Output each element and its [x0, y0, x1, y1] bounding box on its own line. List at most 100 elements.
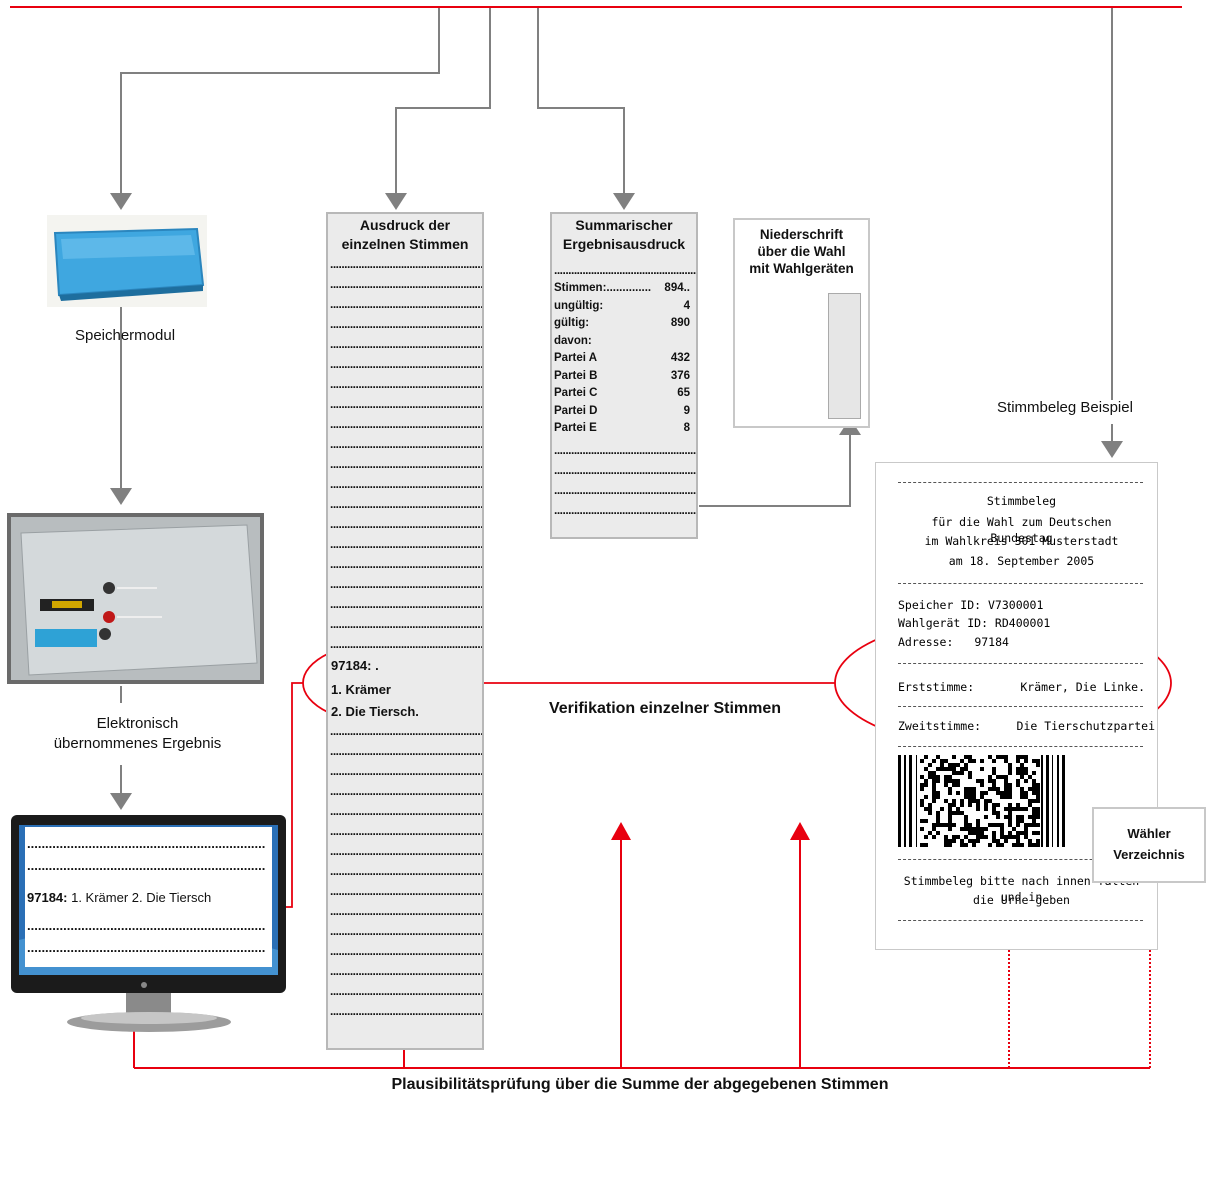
dotted-line: ........................................… — [330, 1004, 482, 1018]
screen-dotted-row: ........................................… — [27, 940, 266, 955]
waehler-line1: Wähler — [1127, 826, 1171, 841]
dotted-line: ........................................… — [330, 277, 482, 291]
summarisch-dotted: ........................................… — [554, 502, 696, 517]
grey-connectors — [120, 8, 1113, 794]
summary-row: Stimmen:..............894.. — [552, 280, 696, 298]
ausdruck-title-line1: Ausdruck der — [359, 217, 451, 233]
dotted-line: ........................................… — [330, 964, 482, 978]
ausdruck-title-line2: einzelnen Stimmen — [341, 236, 469, 252]
dotted-line: ........................................… — [330, 577, 482, 591]
screen-dotted-row: ........................................… — [27, 858, 266, 873]
summary-row-value: 8 — [683, 422, 690, 434]
dotted-line: ........................................… — [330, 597, 482, 611]
grey-arrowheads — [110, 193, 1123, 810]
elektronisch-label: Elektronisch übernommenes Ergebnis — [5, 714, 270, 754]
ausdruck-vote-id: 97184: . — [331, 658, 379, 673]
dotted-line: ........................................… — [330, 984, 482, 998]
screen-record-row: 97184: 1. Krämer 2. Die Tiersch — [25, 887, 272, 909]
dotted-line: ........................................… — [330, 337, 482, 351]
summarisch-dotted: ........................................… — [554, 263, 696, 277]
receipt-divider — [898, 663, 1143, 664]
screen-dotted-row: ........................................… — [27, 836, 266, 851]
dotted-line: ........................................… — [330, 844, 482, 858]
ausdruck-vote-2: 2. Die Tiersch. — [331, 704, 419, 719]
summary-row: gültig: 890 — [552, 315, 696, 333]
summary-row-label: ungültig: — [554, 299, 604, 312]
dotted-line: ........................................… — [330, 764, 482, 778]
summary-row: davon: — [552, 333, 696, 351]
dotted-line: ........................................… — [330, 744, 482, 758]
ausdruck-vote-1: 1. Krämer — [331, 682, 391, 697]
receipt-zweitstimme-value: Die Tierschutzpartei — [1016, 719, 1155, 733]
voting-device-icon — [7, 513, 264, 684]
receipt-speicher-id: Speicher ID: V7300001 — [898, 598, 1044, 612]
summary-row-label: davon: — [554, 334, 592, 347]
speichermodul-image — [47, 215, 207, 307]
summary-row-label: Stimmen:.............. — [554, 282, 652, 294]
dotted-line: ........................................… — [330, 437, 482, 451]
speichermodul-label: Speichermodul — [74, 327, 176, 344]
ausdruck-title: Ausdruck der einzelnen Stimmen — [328, 216, 482, 254]
dotted-line: ........................................… — [330, 904, 482, 918]
ausdruck-dotted-bottom: ........................................… — [328, 721, 482, 1021]
ausdruck-dotted-top: ........................................… — [328, 254, 482, 654]
receipt-erststimme: Erststimme: Krämer, Die Linke. — [898, 679, 1145, 695]
screen-record-text: 1. Krämer 2. Die Tiersch — [67, 890, 212, 905]
receipt-zweitstimme: Zweitstimme: Die Tierschutzpartei — [898, 718, 1155, 734]
summary-row-value: 890 — [670, 317, 690, 329]
dotted-line: ........................................… — [330, 257, 482, 271]
receipt-divider — [898, 859, 1143, 860]
summarischer-ergebnisausdruck: Summarischer Ergebnisausdruck ..........… — [550, 212, 698, 539]
receipt-wahlgeraet-id: Wahlgerät ID: RD400001 — [898, 616, 1051, 630]
monitor-screen: ........................................… — [25, 827, 272, 967]
receipt-adresse-label: Adresse: — [898, 635, 954, 649]
summary-row-label: gültig: — [554, 317, 590, 329]
receipt-line4: am 18. September 2005 — [948, 554, 1095, 568]
summarisch-title-line1: Summarischer — [575, 217, 673, 233]
receipt-divider — [898, 482, 1143, 483]
summary-row-value: 9 — [683, 404, 690, 417]
receipt-zweitstimme-label: Zweitstimme: — [898, 719, 982, 733]
receipt-adresse-value: 97184 — [974, 635, 1009, 649]
verifikation-label: Verifikation einzelner Stimmen — [548, 700, 782, 717]
niederschrift-line1: Niederschrift — [759, 227, 844, 242]
niederschrift-title: Niederschrift über die Wahl mit Wahlgerä… — [735, 226, 868, 277]
summary-row-label: Partei A — [554, 352, 598, 364]
receipt-erststimme-value: Krämer, Die Linke. — [1020, 680, 1145, 694]
receipt-divider — [898, 706, 1143, 707]
summarisch-title-line2: Ergebnisausdruck — [562, 236, 686, 252]
summarisch-dotted: ........................................… — [554, 442, 696, 457]
dotted-line: ........................................… — [330, 417, 482, 431]
dotted-line: ........................................… — [330, 924, 482, 938]
dotted-line: ........................................… — [330, 804, 482, 818]
waehler-verzeichnis-box: Wähler Verzeichnis — [1092, 807, 1206, 883]
dotted-line: ........................................… — [330, 884, 482, 898]
dotted-line: ........................................… — [330, 457, 482, 471]
niederschrift-line3: mit Wahlgeräten — [749, 261, 854, 276]
summary-row-label: Partei B — [554, 369, 598, 382]
summary-row-value: 4 — [683, 299, 690, 312]
summary-row-label: Partei C — [554, 387, 598, 399]
dotted-line: ........................................… — [330, 724, 482, 738]
summary-row-label: Partei D — [554, 404, 598, 417]
dotted-line: ........................................… — [330, 297, 482, 311]
niederschrift-inner-sheet — [828, 293, 861, 419]
receipt-footer2: die Urne geben — [973, 893, 1070, 907]
waehler-line2: Verzeichnis — [1113, 847, 1185, 862]
dotted-line: ........................................… — [330, 944, 482, 958]
niederschrift-line2: über die Wahl — [757, 244, 846, 259]
summarisch-title: Summarischer Ergebnisausdruck — [552, 216, 696, 254]
dotted-line: ........................................… — [330, 864, 482, 878]
dotted-line: ........................................… — [330, 497, 482, 511]
summarisch-dotted: ........................................… — [554, 482, 696, 497]
plausibilitaet-label: Plausibilitätsprüfung über die Summe der… — [391, 1076, 889, 1093]
dotted-line: ........................................… — [330, 784, 482, 798]
screen-record-id: 97184: — [27, 890, 68, 905]
receipt-divider — [898, 746, 1143, 747]
stimmbeleg-beispiel-label: Stimmbeleg Beispiel — [997, 399, 1133, 416]
dotted-line: ........................................… — [330, 397, 482, 411]
